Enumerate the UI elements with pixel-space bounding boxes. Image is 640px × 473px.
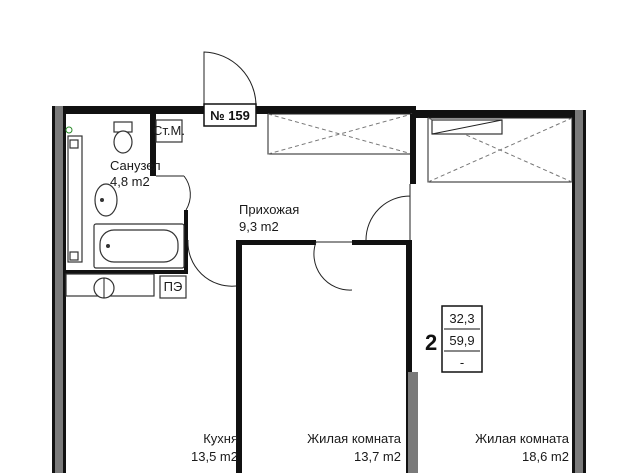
apartment-number-box [203, 103, 257, 127]
bath-wall-lower [184, 210, 188, 274]
top-wall-left [52, 106, 204, 114]
summary-box [441, 305, 483, 373]
right-wall-edge-outer [583, 110, 586, 473]
cabinet [67, 135, 83, 263]
washer-icon-1 [69, 139, 79, 149]
left-wall-edge [52, 106, 55, 473]
kitchen-divider [236, 240, 242, 473]
living2-area: 18,6 m2 [522, 449, 569, 464]
top-wall-middle [256, 106, 416, 114]
toilet-icon [113, 130, 133, 154]
living1-door [313, 241, 353, 291]
living1-top-wall-left [236, 240, 316, 245]
balcony-cross-a [267, 113, 413, 155]
right-wall-edge [572, 110, 575, 473]
bathroom-area: 4,8 m2 [110, 174, 150, 189]
riser-box [155, 119, 183, 143]
living-area-value: 32,3 [449, 311, 474, 326]
kitchen-area: 13,5 m2 [191, 449, 238, 464]
living-divider-fill [408, 372, 418, 473]
bathroom-name: Санузел [110, 158, 161, 173]
living1-name: Жилая комната [307, 431, 402, 446]
bath-wall-top [150, 114, 156, 176]
balcony-outline-right [427, 117, 573, 183]
kitchen-name: Кухня [203, 431, 238, 446]
hallway-name: Прихожая [239, 202, 299, 217]
top-wall-right [416, 110, 576, 118]
total-area-value: 59,9 [449, 333, 474, 348]
washer-icon-2 [69, 251, 79, 261]
living1-top-wall-right [352, 240, 412, 245]
panel-box [159, 275, 187, 299]
hallway-area: 9,3 m2 [239, 219, 279, 234]
living2-door [365, 184, 411, 241]
riser-tag: Ст.М. [153, 123, 185, 138]
bathtub-icon [99, 229, 179, 263]
radiator-line [431, 119, 503, 135]
right-wall [572, 110, 586, 473]
apartment-number: № 159 [210, 108, 250, 123]
kitchen-door [187, 239, 237, 287]
bath-bottom-wall [66, 270, 188, 274]
entrance-door [203, 51, 257, 107]
riser-dot [65, 126, 73, 134]
rooms-count: 2 [425, 330, 437, 355]
sink-icon [94, 183, 118, 217]
living2-name: Жилая комната [475, 431, 570, 446]
left-wall-edge-inner [63, 106, 66, 473]
bathroom-door [156, 175, 191, 211]
bathtub-drain [106, 244, 110, 248]
balcony-cross-d [427, 117, 573, 183]
sink-drain [100, 198, 104, 202]
panel-tag: ПЭ [164, 279, 183, 294]
extra-value: - [460, 355, 464, 370]
living1-area: 13,7 m2 [354, 449, 401, 464]
living-divider [406, 240, 412, 473]
balcony-cross-b [267, 113, 413, 155]
hall-right-wall-top [410, 114, 416, 184]
left-wall [52, 106, 66, 473]
